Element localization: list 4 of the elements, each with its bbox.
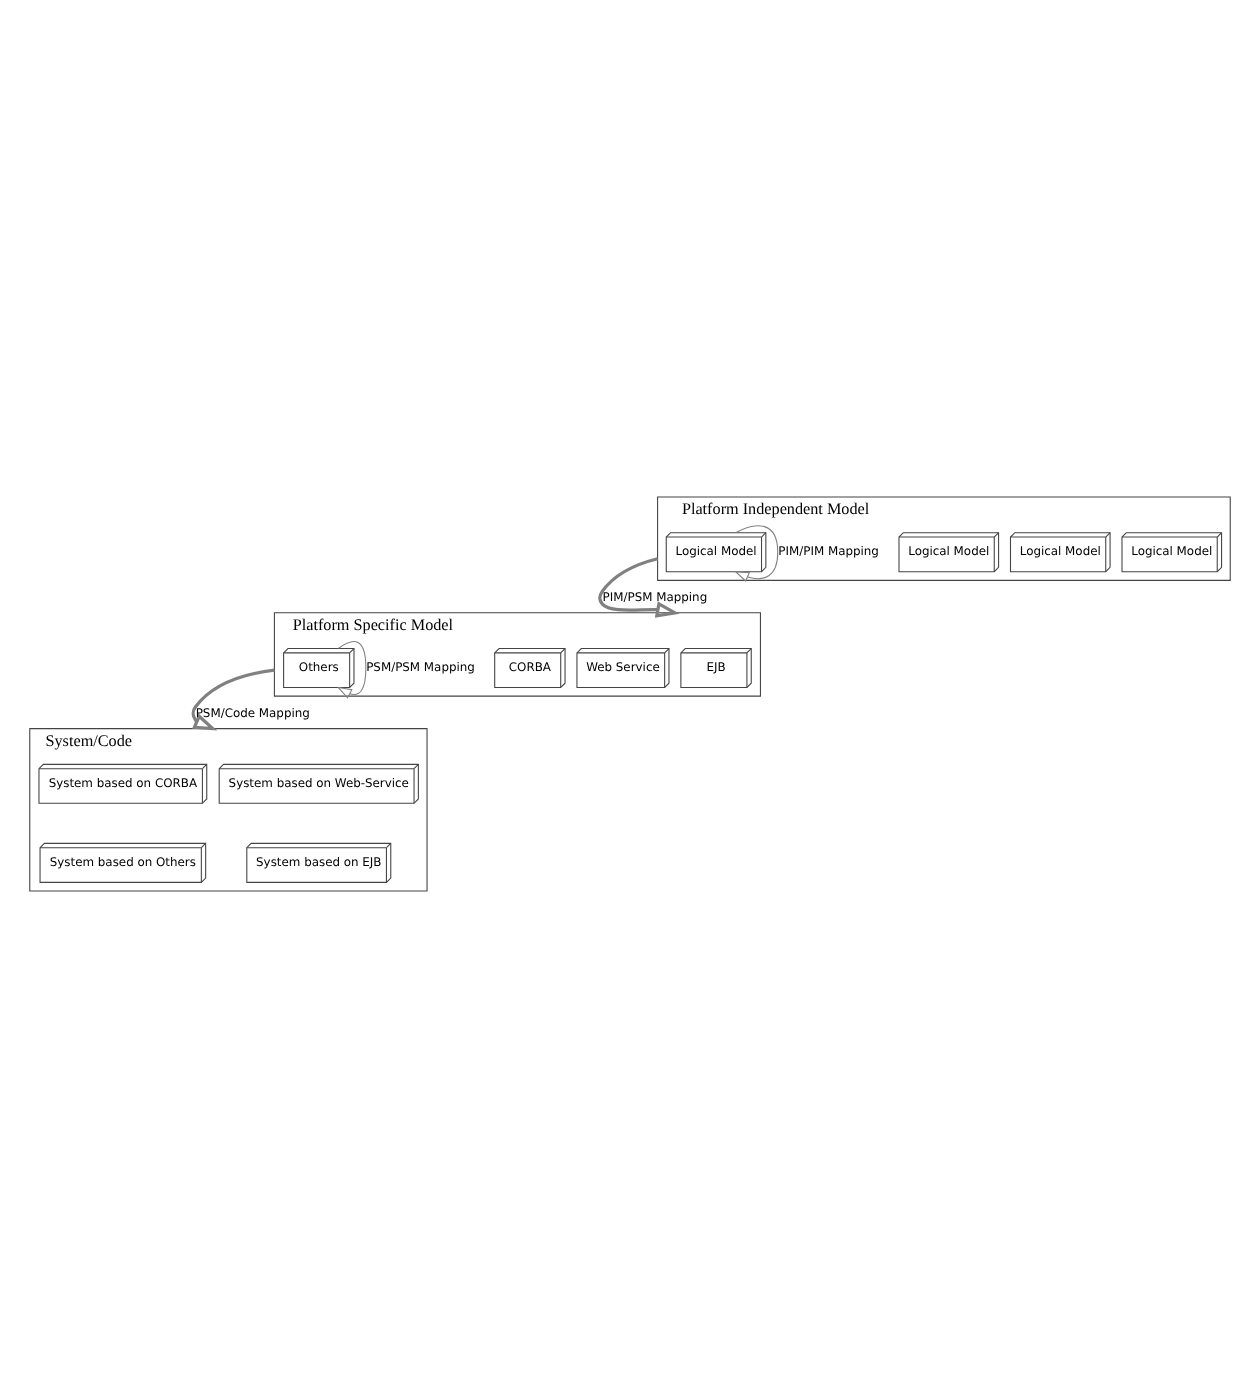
arrow — [734, 524, 779, 581]
arrow — [191, 667, 275, 730]
arrow — [336, 640, 367, 698]
arrow — [598, 556, 680, 617]
